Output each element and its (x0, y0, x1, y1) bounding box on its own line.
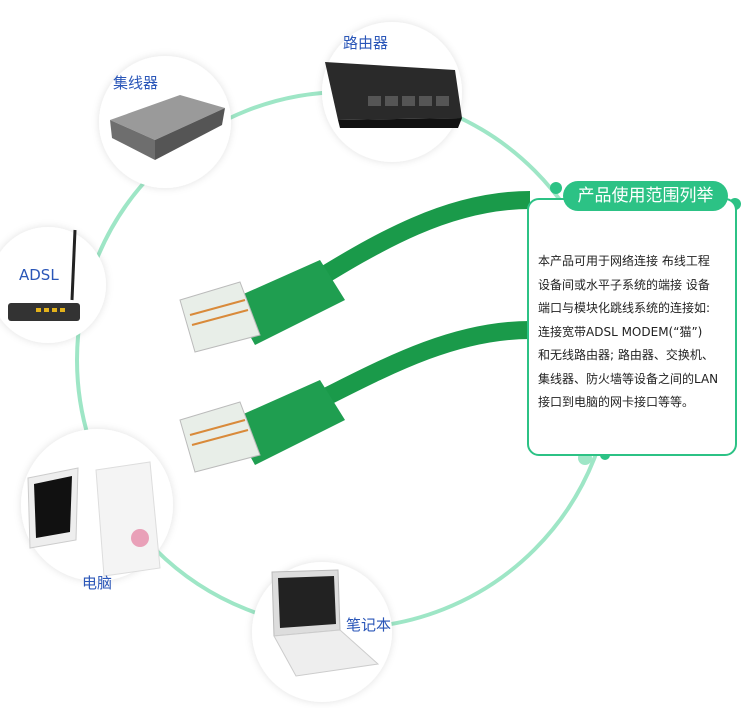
router-label: 路由器 (343, 34, 389, 52)
usage-card-title: 产品使用范围列举 (563, 181, 728, 211)
usage-line: 端口与模块化跳线系统的连接如: (538, 301, 711, 315)
usage-line: 本产品可用于网络连接 布线工程 (538, 254, 710, 268)
usage-line: 集线器、防火墙等设备之间的LAN (538, 371, 719, 386)
hub-label: 集线器 (113, 74, 159, 92)
usage-card (527, 198, 737, 456)
router-image (325, 62, 462, 128)
usage-card-body: 本产品可用于网络连接 布线工程 设备间或水平子系统的端接 设备 端口与模块化跳线… (538, 250, 738, 415)
pc-image (27, 461, 161, 577)
decor-dot (550, 182, 562, 194)
laptop-label: 笔记本 (346, 616, 392, 634)
usage-line: 设备间或水平子系统的端接 设备 (538, 277, 710, 292)
usage-line: 和无线路由器; 路由器、交换机、 (538, 348, 714, 362)
adsl-image (8, 229, 80, 321)
hub-image (110, 95, 225, 160)
laptop-image (271, 569, 380, 677)
adsl-label: ADSL (19, 266, 59, 284)
pc-label: 电脑 (82, 574, 113, 592)
cable-image (179, 191, 531, 473)
adsl-circle (0, 227, 106, 343)
usage-line: 连接宽带ADSL MODEM(“猫”) (538, 324, 703, 339)
usage-line: 接口到电脑的网卡接口等等。 (538, 395, 695, 409)
